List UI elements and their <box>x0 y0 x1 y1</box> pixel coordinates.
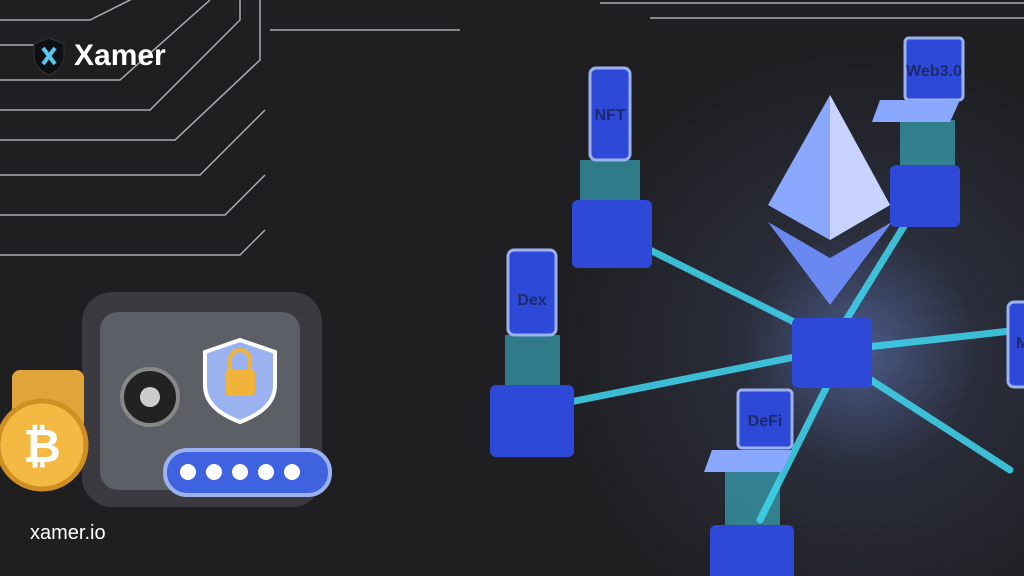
device-nft: NFT <box>588 66 632 162</box>
brand-logo: Xamer <box>32 36 166 76</box>
svg-text:₿: ₿ <box>23 420 61 472</box>
device-label: M <box>1016 335 1024 352</box>
device-label: NFT <box>594 107 625 124</box>
device-dex: Dex <box>506 248 558 337</box>
shield-x-icon <box>33 37 65 76</box>
safe-illustration: ₿ <box>0 292 332 507</box>
device-web3: Web3.0 <box>872 36 965 122</box>
ethereum-icon <box>768 95 892 388</box>
device-partial: M <box>1006 300 1024 389</box>
device-label: Web3.0 <box>906 63 962 80</box>
device-defi: DeFi <box>704 388 794 472</box>
website-url[interactable]: xamer.io <box>30 522 106 544</box>
brand-name: Xamer <box>74 39 166 72</box>
device-label: DeFi <box>748 413 783 430</box>
device-label: Dex <box>517 292 546 309</box>
